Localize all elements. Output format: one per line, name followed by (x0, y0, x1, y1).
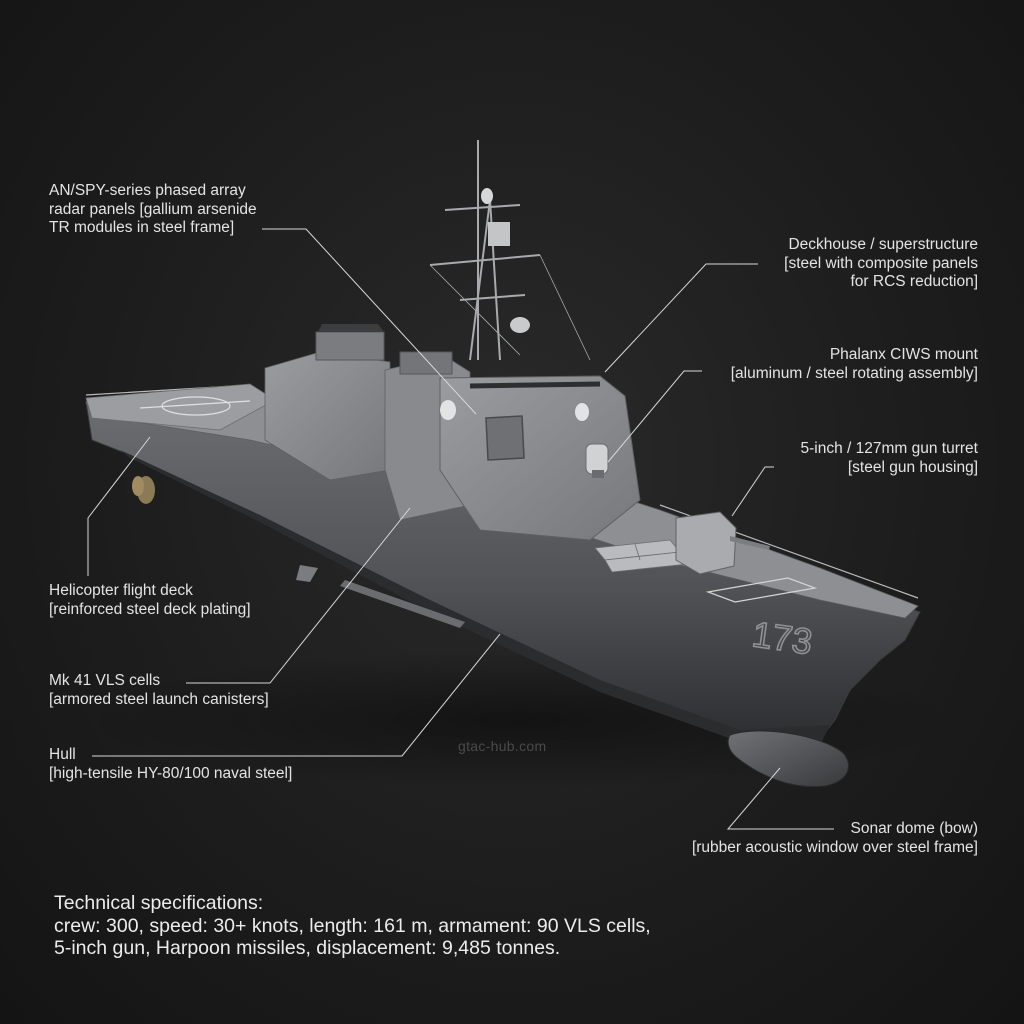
ciws-mount (585, 443, 609, 478)
leader-line-sonar (726, 767, 834, 830)
deckhouse (439, 375, 641, 541)
callout-flightdeck-line2: [reinforced steel deck plating] (49, 600, 251, 618)
callout-sonar-line1: Sonar dome (bow) (850, 820, 978, 837)
callout-gun-line2: [steel gun housing] (847, 458, 978, 476)
propeller (132, 476, 155, 504)
callout-radar: AN/SPY-series phased array radar panels … (49, 182, 257, 238)
leader-line-gun (731, 466, 774, 517)
leader-line-hull (92, 633, 501, 757)
flight-deck (85, 383, 276, 431)
leader-line-radar (262, 228, 477, 415)
callout-gun: 5-inch / 127mm gun turret [steel gun hou… (801, 440, 978, 477)
hull-number: 173 (750, 613, 815, 662)
callout-deckhouse-line2: [steel with composite panels (784, 254, 978, 272)
radar-dome-fwd (575, 403, 589, 421)
callout-radar-line3: TR modules in steel frame] (49, 219, 235, 236)
callout-flightdeck: Helicopter flight deck [reinforced steel… (49, 582, 251, 619)
aft-funnel (315, 331, 385, 361)
callout-radar-line1: AN/SPY-series phased array (49, 182, 246, 199)
leader-line-vls (186, 507, 411, 684)
stabilizer-fin (296, 565, 318, 582)
leader-line-flightdeck (87, 436, 151, 576)
callout-flightdeck-line1: Helicopter flight deck (49, 582, 193, 599)
callout-sonar-line2: [rubber acoustic window over steel frame… (691, 838, 978, 856)
spy-radar-panel (485, 415, 525, 461)
callout-radar-line2: radar panels [gallium arsenide (49, 200, 257, 218)
callout-vls-line2: [armored steel launch canisters] (49, 690, 269, 708)
fwd-funnel (399, 351, 453, 375)
callout-gun-line1: 5-inch / 127mm gun turret (800, 440, 978, 457)
callout-vls-line1: Mk 41 VLS cells (49, 672, 161, 689)
mast (429, 140, 591, 361)
bilge-keel (340, 580, 465, 628)
callout-sonar: Sonar dome (bow) [rubber acoustic window… (692, 820, 978, 857)
callout-deckhouse-line1: Deckhouse / superstructure (788, 236, 978, 253)
specs-line1: crew: 300, speed: 30+ knots, length: 161… (54, 914, 651, 937)
callout-hull-line2: [high-tensile HY-80/100 naval steel] (49, 764, 293, 782)
bridge-windows (469, 381, 601, 389)
callout-ciws-line1: Phalanx CIWS mount (829, 346, 978, 363)
callout-ciws-line2: [aluminum / steel rotating assembly] (730, 364, 978, 382)
callout-vls: Mk 41 VLS cells [armored steel launch ca… (49, 672, 269, 709)
specs-line2: 5-inch gun, Harpoon missiles, displaceme… (54, 937, 561, 959)
watermark: gtac-hub.com (458, 738, 547, 754)
leader-line-ciws (607, 370, 702, 463)
mast-top-dome (481, 188, 493, 204)
radar-dome-aft (440, 400, 456, 420)
flight-deck-markings (139, 396, 251, 416)
callout-hull: Hull [high-tensile HY-80/100 naval steel… (49, 746, 292, 783)
callout-ciws: Phalanx CIWS mount [aluminum / steel rot… (731, 346, 978, 383)
leader-line-deckhouse (604, 263, 758, 373)
mast-antenna-box (488, 222, 510, 246)
gun-turret (675, 511, 770, 575)
aft-funnel-cap (318, 324, 384, 332)
callout-hull-line1: Hull (49, 746, 76, 763)
technical-specifications: Technical specifications: crew: 300, spe… (54, 892, 651, 960)
callout-deckhouse: Deckhouse / superstructure [steel with c… (784, 236, 978, 292)
forward-deck-markings (705, 577, 818, 603)
specs-heading: Technical specifications: (54, 892, 264, 914)
callout-deckhouse-line3: for RCS reduction] (850, 273, 979, 290)
leader-lines (87, 228, 834, 830)
mast-radar-dish (510, 317, 530, 333)
sonar-dome (727, 730, 849, 788)
